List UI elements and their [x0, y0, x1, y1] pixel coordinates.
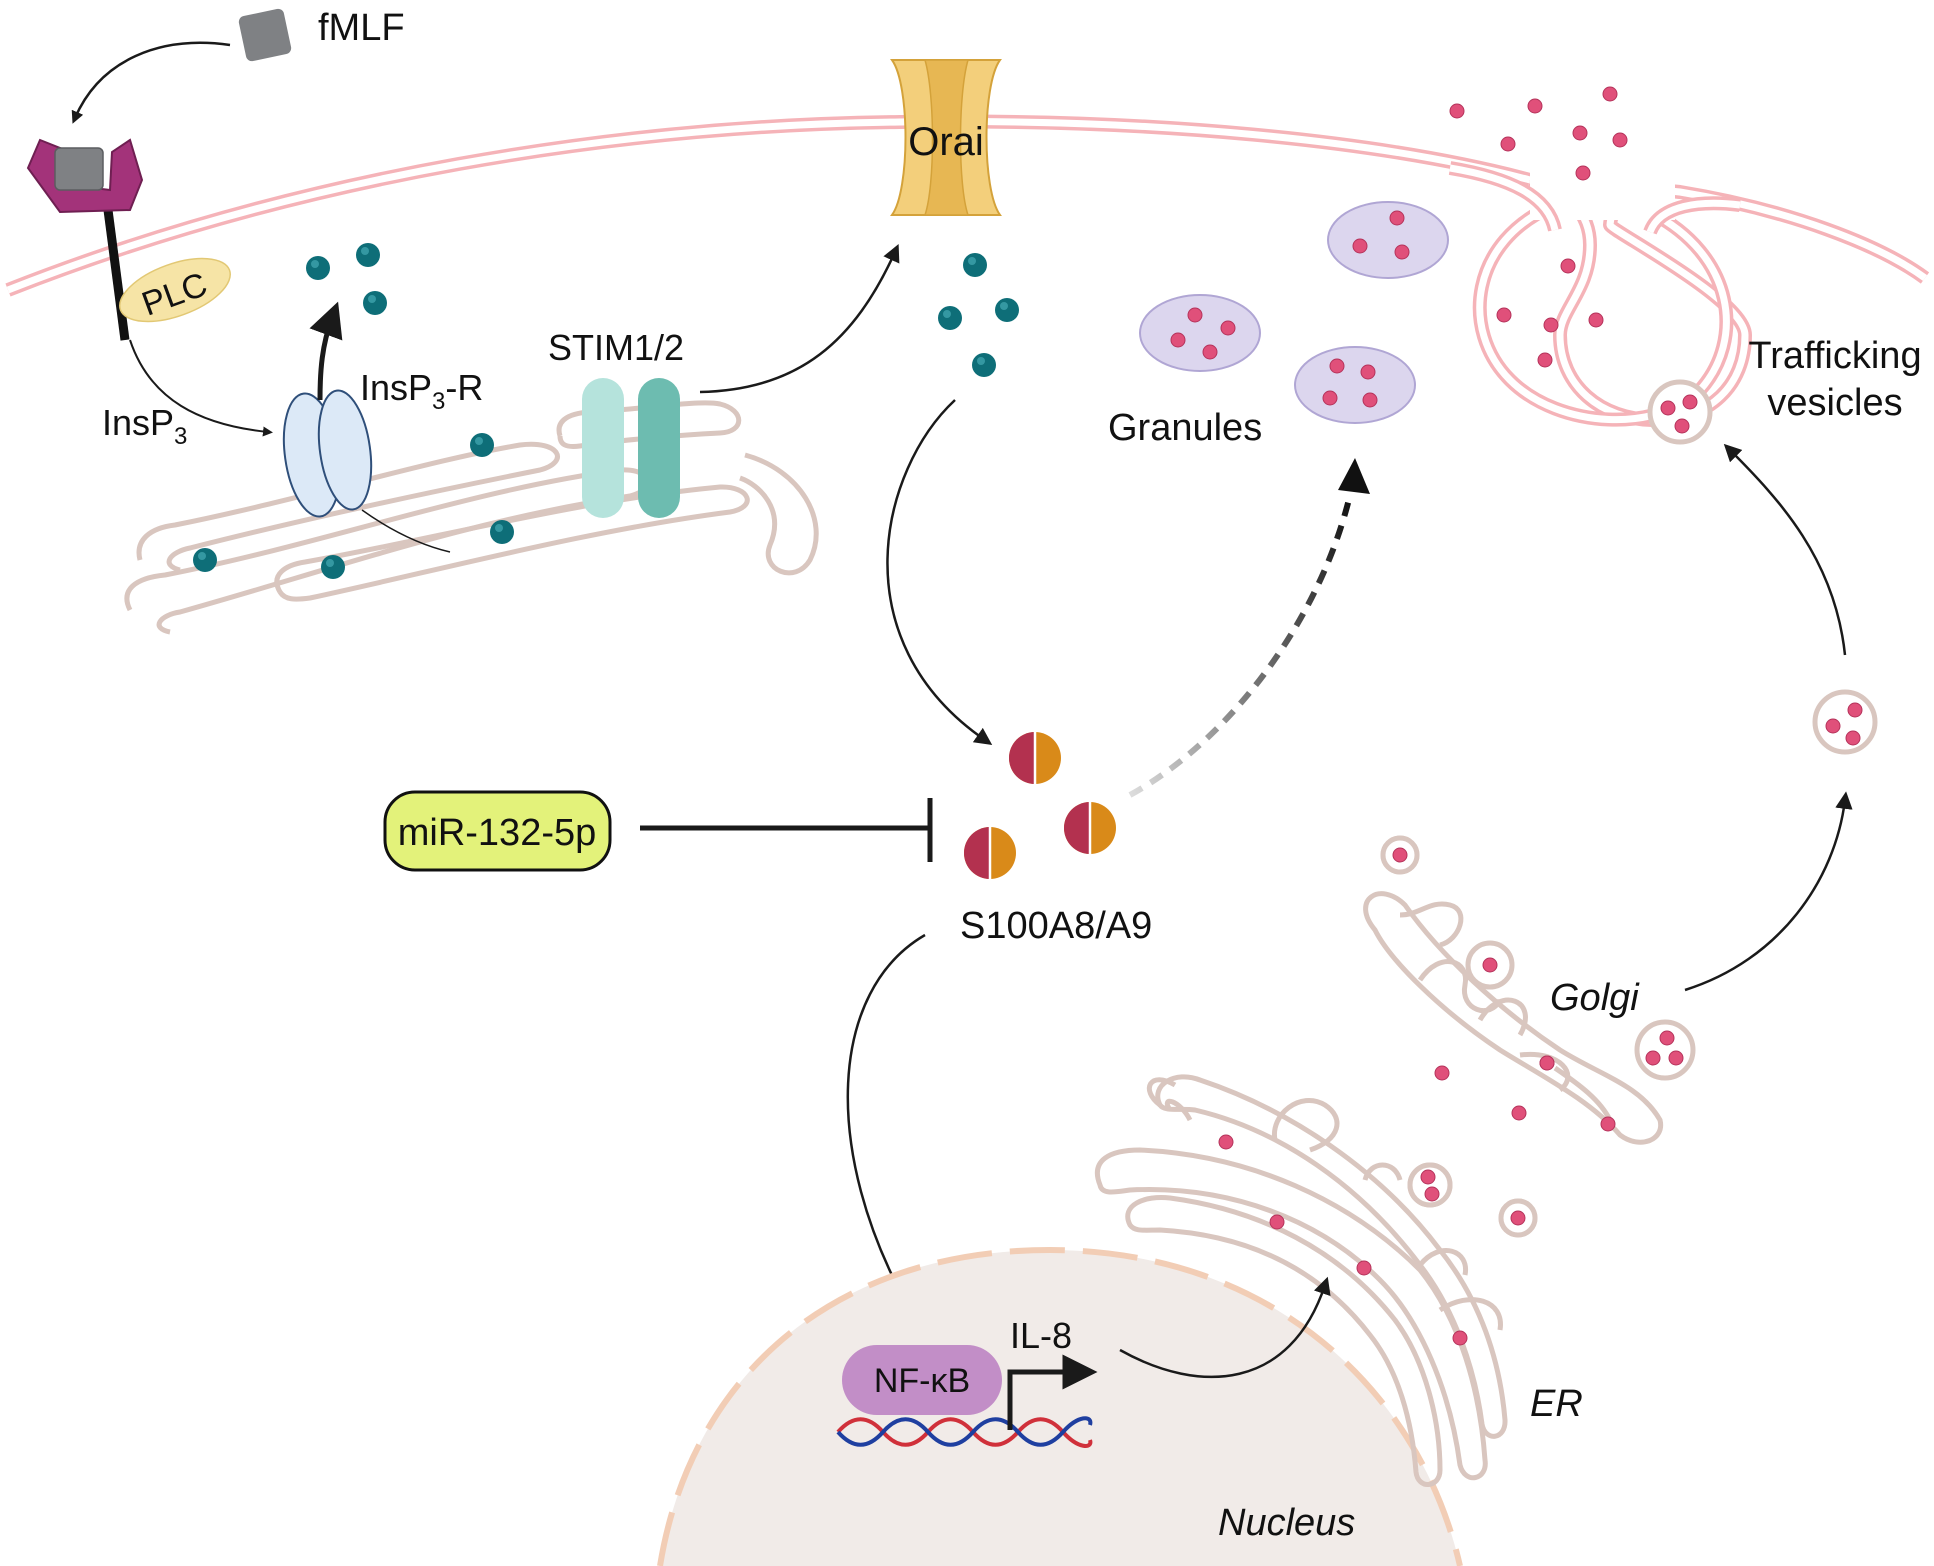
er-cargo — [1218, 1134, 1538, 1346]
dna-strand — [836, 1416, 1093, 1448]
s100-to-granules-dashed-arrow — [1128, 494, 1353, 798]
orai-channel — [890, 59, 1002, 216]
s100a8-a9-complex — [962, 730, 1118, 881]
il8-to-er-arrow — [1119, 1276, 1331, 1379]
granules-label: Granules — [1108, 407, 1262, 449]
inhibition-line — [640, 798, 933, 862]
mir-label: miR-132-5p — [398, 812, 597, 854]
orai-label: Orai — [908, 120, 984, 164]
stim-label: STIM1/2 — [548, 327, 684, 368]
il8-label: IL-8 — [1010, 1315, 1072, 1356]
golgi-to-vesicle-arrow — [1684, 791, 1853, 992]
stim-to-orai-arrow — [699, 244, 900, 394]
transcription-arrow — [1007, 1354, 1098, 1430]
trafficking-label-line1: Trafficking — [1748, 335, 1921, 377]
golgi-label: Golgi — [1550, 977, 1640, 1019]
stim-protein — [582, 378, 680, 518]
er-label: ER — [1530, 1383, 1583, 1425]
golgi-vesicles — [1380, 835, 1696, 1132]
nucleus-label: Nucleus — [1218, 1502, 1355, 1544]
fmlf-ligand — [238, 8, 292, 62]
dashed-arrow-head — [1338, 458, 1370, 494]
s100-label: S100A8/A9 — [960, 905, 1152, 947]
plc-enzyme — [119, 257, 231, 323]
endoplasmic-reticulum-left — [124, 400, 819, 635]
fpr-receptor — [26, 138, 144, 341]
insp3-receptor — [282, 389, 451, 553]
insp3-label: InsP3 — [102, 402, 187, 450]
insp3-arrow — [129, 339, 273, 437]
s100-to-nfkb-arrow — [846, 933, 926, 1318]
exocytosis-vesicle — [1448, 150, 1741, 427]
trafficking-label-line2: vesicles — [1767, 382, 1902, 424]
fmlf-label: fMLF — [318, 7, 405, 49]
nfkb-factor — [842, 1345, 1002, 1415]
plasma-membrane — [5, 114, 1930, 428]
mir-132-5p-box — [383, 790, 612, 872]
fmlf-binding-arrow — [71, 41, 231, 124]
calcium-to-s100-arrow — [886, 399, 993, 745]
granules — [1139, 201, 1449, 424]
nfkb-label: NF-κB — [874, 1362, 970, 1400]
calcium-release-arrow — [309, 301, 343, 401]
trafficking-vesicles — [1647, 379, 1878, 755]
nucleus — [657, 1246, 1463, 1566]
vesicle-trafficking-arrow — [1723, 443, 1847, 656]
insp3r-label: InsP3-R — [360, 367, 483, 415]
